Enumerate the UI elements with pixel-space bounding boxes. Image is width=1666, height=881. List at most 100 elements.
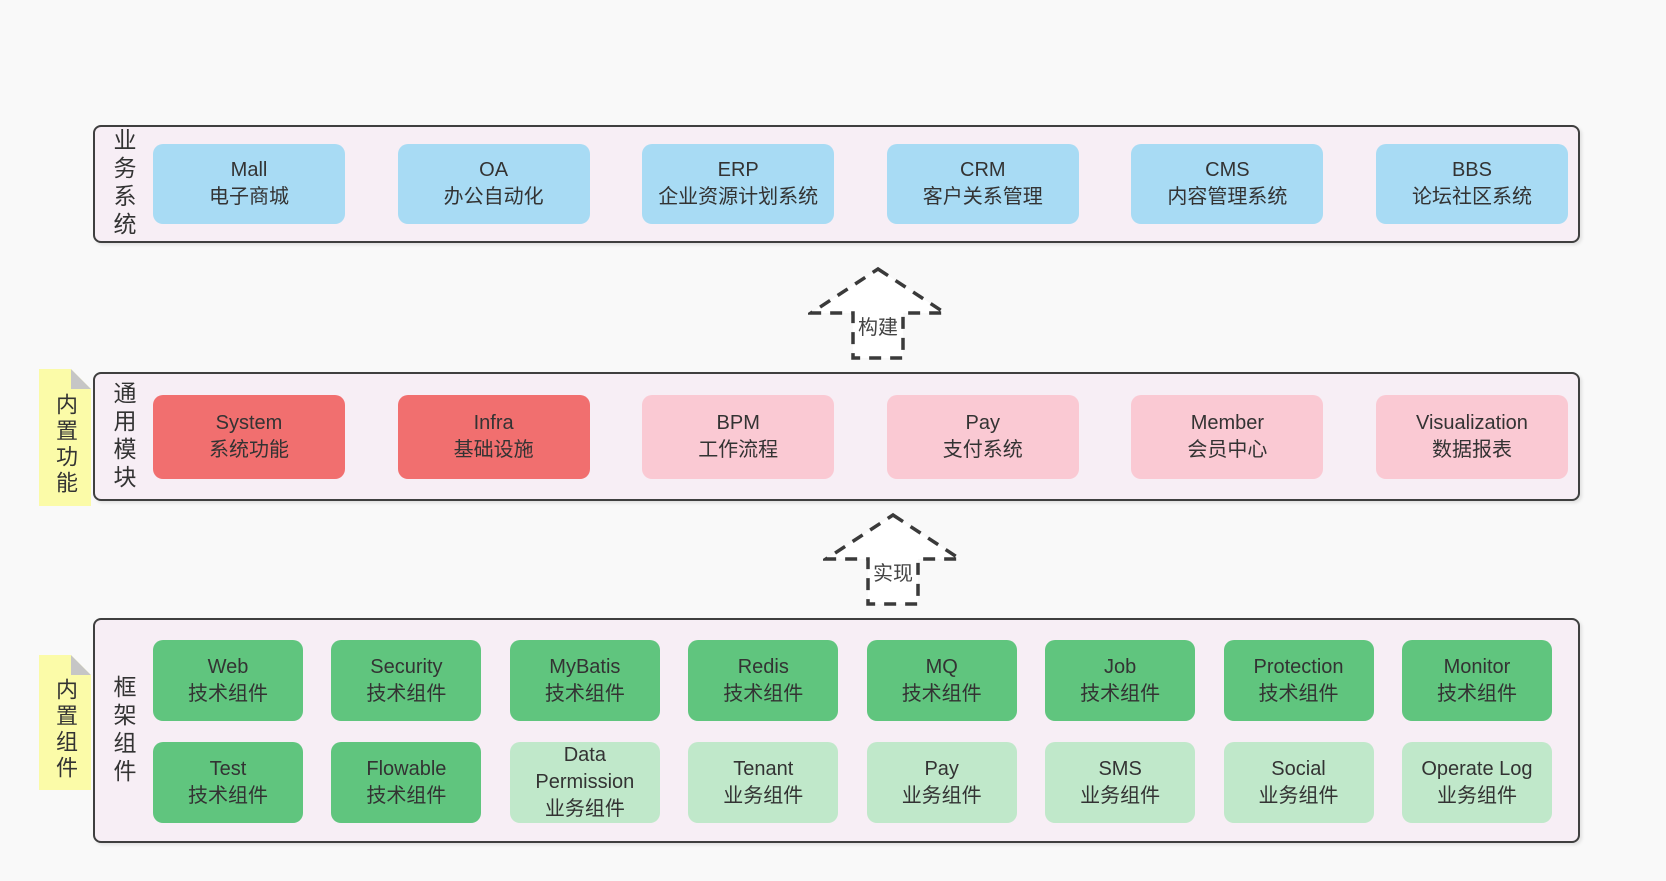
box-subtitle: 内容管理系统 — [1167, 186, 1288, 208]
framework-row-1: Web 技术组件 Security 技术组件 MyBatis 技术组件 Redi… — [153, 640, 1552, 721]
box-social: Social 业务组件 — [1223, 742, 1374, 823]
box-title: SMS — [1098, 757, 1142, 780]
box-protection: Protection 技术组件 — [1223, 640, 1374, 721]
box-test: Test 技术组件 — [153, 742, 303, 823]
box-security: Security 技术组件 — [331, 640, 482, 721]
box-subtitle: 支付系统 — [942, 438, 1023, 461]
box-title: Member — [1190, 411, 1265, 434]
box-erp: ERP 企业资源计划系统 — [642, 144, 835, 224]
box-subtitle: 企业资源计划系统 — [658, 186, 819, 208]
box-title: Protection — [1253, 655, 1344, 678]
box-subtitle: 数据报表 — [1431, 438, 1512, 461]
box-subtitle: 技术组件 — [901, 682, 982, 705]
box-member: Member 会员中心 — [1131, 394, 1324, 479]
box-oa: OA 办公自动化 — [397, 144, 590, 224]
box-subtitle: 业务组件 — [1436, 784, 1517, 807]
box-title: Monitor — [1443, 655, 1511, 678]
box-subtitle: 系统功能 — [209, 438, 289, 461]
box-subtitle: 电子商城 — [209, 186, 289, 208]
box-title: CRM — [960, 159, 1006, 181]
box-title: MQ — [925, 655, 958, 678]
box-operate-log: Operate Log 业务组件 — [1401, 742, 1552, 823]
box-title: Mall — [230, 159, 268, 181]
box-system: System 系统功能 — [153, 394, 345, 479]
box-tenant: Tenant 业务组件 — [688, 742, 839, 823]
sticky-note-label: 内置功能 — [53, 392, 78, 497]
box-subtitle: 技术组件 — [1436, 682, 1517, 705]
box-title: Flowable — [366, 757, 447, 780]
box-subtitle: 技术组件 — [544, 682, 625, 705]
sticky-note-built-in-functions: 内置功能 — [39, 369, 91, 506]
box-cms: CMS 内容管理系统 — [1131, 144, 1324, 224]
box-title: Social — [1271, 757, 1326, 780]
box-title: Data Permission — [535, 744, 635, 793]
box-mybatis: MyBatis 技术组件 — [509, 640, 660, 721]
box-title: MyBatis — [549, 655, 621, 678]
up-arrow-build: 构建 — [808, 266, 948, 361]
box-bbs: BBS 论坛社区系统 — [1375, 144, 1568, 224]
box-data-permission: Data Permission 业务组件 — [509, 742, 660, 823]
box-subtitle: 技术组件 — [723, 682, 804, 705]
box-title: CMS — [1205, 159, 1250, 181]
box-title: Redis — [737, 655, 789, 678]
box-subtitle: 业务组件 — [1258, 784, 1339, 807]
box-subtitle: 论坛社区系统 — [1411, 186, 1532, 208]
box-subtitle: 业务组件 — [723, 784, 804, 807]
box-subtitle: 技术组件 — [188, 682, 268, 705]
section-common-modules: 通用模块 System 系统功能 Infra 基础设施 BPM 工作流程 Pay… — [93, 372, 1580, 501]
box-title: Pay — [924, 757, 959, 780]
box-web: Web 技术组件 — [153, 640, 303, 721]
box-title: OA — [479, 159, 509, 181]
box-job: Job 技术组件 — [1045, 640, 1196, 721]
box-visualization: Visualization 数据报表 — [1375, 394, 1568, 479]
box-title: Security — [370, 655, 443, 678]
box-subtitle: 技术组件 — [366, 784, 447, 807]
box-subtitle: 技术组件 — [1080, 682, 1161, 705]
common-modules-row: System 系统功能 Infra 基础设施 BPM 工作流程 Pay 支付系统… — [153, 394, 1568, 479]
box-title: BBS — [1451, 159, 1492, 181]
box-title: Tenant — [733, 757, 794, 780]
box-subtitle: 基础设施 — [453, 438, 534, 461]
box-pay-component: Pay 业务组件 — [866, 742, 1017, 823]
arrow-label-implement: 实现 — [872, 557, 914, 586]
note-fold-icon — [71, 655, 91, 675]
box-title: ERP — [717, 159, 759, 181]
sticky-note-label: 内置组件 — [53, 677, 78, 782]
box-subtitle: 工作流程 — [698, 438, 779, 461]
box-subtitle: 办公自动化 — [443, 186, 544, 208]
box-title: Pay — [965, 411, 1001, 434]
box-crm: CRM 客户关系管理 — [886, 144, 1079, 224]
box-sms: SMS 业务组件 — [1045, 742, 1196, 823]
box-pay-module: Pay 支付系统 — [886, 394, 1079, 479]
box-title: Infra — [473, 411, 514, 434]
framework-row-2: Test 技术组件 Flowable 技术组件 Data Permission … — [153, 742, 1552, 823]
layer-label-business-systems: 业务系统 — [110, 128, 136, 240]
box-title: Test — [209, 757, 247, 780]
layer-label-common-modules: 通用模块 — [110, 380, 136, 493]
sticky-note-built-in-components: 内置组件 — [39, 655, 91, 790]
box-subtitle: 客户关系管理 — [922, 186, 1043, 208]
box-subtitle: 业务组件 — [1080, 784, 1161, 807]
box-title: Visualization — [1416, 411, 1528, 434]
up-arrow-implement: 实现 — [823, 512, 963, 607]
box-title: BPM — [716, 411, 760, 434]
section-framework-components: 框架组件 Web 技术组件 Security 技术组件 MyBatis 技术组件… — [93, 618, 1580, 843]
box-redis: Redis 技术组件 — [688, 640, 839, 721]
box-title: Web — [207, 655, 249, 678]
box-title: Job — [1103, 655, 1137, 678]
box-bpm: BPM 工作流程 — [642, 394, 835, 479]
layer-label-framework-components: 框架组件 — [110, 674, 136, 787]
box-subtitle: 业务组件 — [544, 798, 625, 820]
box-mq: MQ 技术组件 — [866, 640, 1017, 721]
box-subtitle: 业务组件 — [901, 784, 982, 807]
box-monitor: Monitor 技术组件 — [1401, 640, 1552, 721]
arrow-label-build: 构建 — [857, 311, 899, 340]
framework-components-rows: Web 技术组件 Security 技术组件 MyBatis 技术组件 Redi… — [153, 640, 1552, 823]
box-subtitle: 技术组件 — [1258, 682, 1339, 705]
business-systems-row: Mall 电子商城 OA 办公自动化 ERP 企业资源计划系统 CRM 客户关系… — [153, 144, 1568, 224]
box-infra: Infra 基础设施 — [397, 394, 590, 479]
box-mall: Mall 电子商城 — [153, 144, 345, 224]
box-title: System — [215, 411, 283, 434]
section-business-systems: 业务系统 Mall 电子商城 OA 办公自动化 ERP 企业资源计划系统 CRM… — [93, 125, 1580, 243]
